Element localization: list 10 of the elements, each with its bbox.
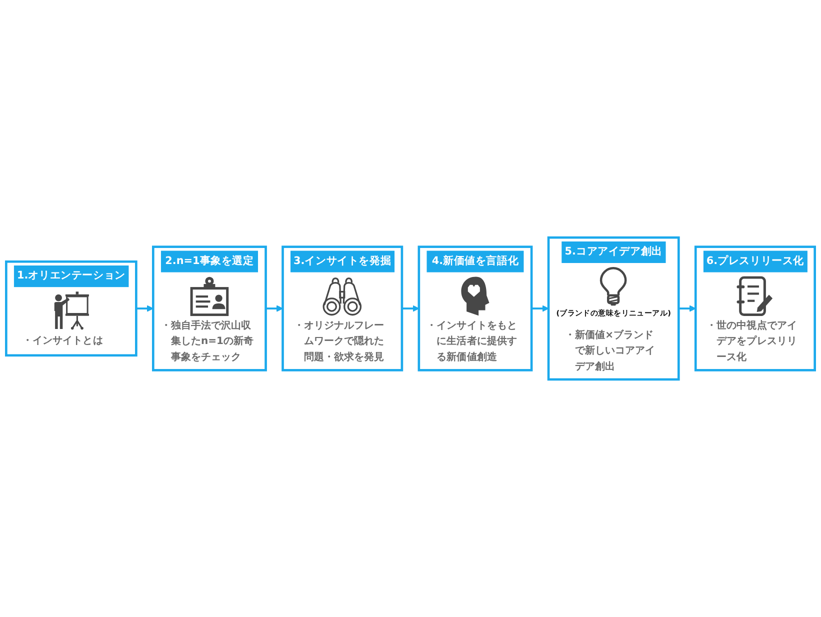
node-box: 4.新価値を言語化 ・インサイトをもとに生活者に提供する新価値創造 <box>418 246 533 372</box>
node-box: 2.n=1事象を選定 ・独自手法で沢山収集したn=1の新奇事象をチェック <box>152 246 267 372</box>
node-box: 1.オリエンテーション ・インサイトとは <box>5 260 138 357</box>
node-box: 6.プレスリリース化 ・世の中視点でアイデアをプレスリリース化 <box>694 246 816 372</box>
arrow <box>136 305 154 312</box>
arrow <box>678 305 696 312</box>
node-box: 3.インサイトを発掘 ・オリジナルフレームワークで隠れた問題・欲求を発見 <box>282 246 404 372</box>
arrow <box>402 305 420 312</box>
arrow <box>532 305 549 312</box>
arrow <box>266 305 284 312</box>
